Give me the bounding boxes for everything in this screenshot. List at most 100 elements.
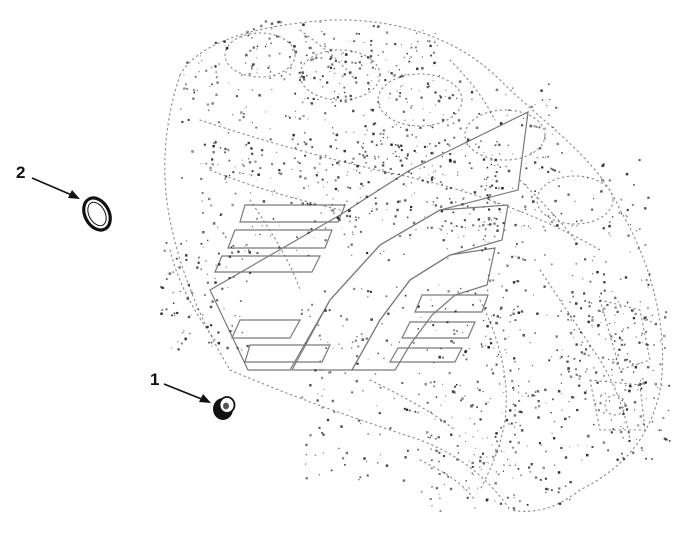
speckle <box>390 72 393 75</box>
speckle <box>521 196 523 198</box>
speckle <box>321 376 324 380</box>
speckle <box>494 500 496 502</box>
speckle <box>358 217 360 219</box>
speckle <box>439 75 440 77</box>
speckle <box>290 201 293 204</box>
speckle <box>552 214 555 216</box>
speckle <box>524 289 527 292</box>
speckle <box>381 164 385 167</box>
speckle <box>482 438 484 440</box>
speckle <box>568 401 570 403</box>
speckle <box>440 210 443 213</box>
speckle <box>322 452 324 454</box>
speckle <box>202 231 205 234</box>
speckle <box>172 302 175 304</box>
speckle <box>494 482 497 485</box>
speckle <box>435 330 437 331</box>
speckle <box>512 446 514 449</box>
speckle <box>639 228 641 230</box>
speckle <box>505 289 508 292</box>
speckle <box>586 445 588 447</box>
speckle <box>628 440 631 443</box>
speckle <box>331 203 333 205</box>
speckle <box>598 333 600 336</box>
speckle <box>429 112 431 113</box>
speckle <box>201 200 203 202</box>
speckle <box>326 81 329 84</box>
speckle <box>515 463 516 465</box>
speckle <box>584 258 587 261</box>
speckle <box>612 358 614 361</box>
speckle <box>497 354 500 356</box>
speckle <box>298 71 301 74</box>
speckle <box>633 371 635 373</box>
speckle <box>285 115 287 117</box>
speckle <box>198 257 200 259</box>
speckle <box>637 247 640 250</box>
speckle <box>529 342 531 344</box>
speckle <box>304 98 306 99</box>
speckle <box>177 341 179 343</box>
speckle <box>482 224 485 227</box>
speckle <box>251 152 254 155</box>
speckle <box>210 66 213 68</box>
speckle <box>215 93 218 96</box>
speckle <box>580 344 582 346</box>
speckle <box>219 213 223 216</box>
speckle <box>553 437 556 440</box>
speckle <box>666 438 669 441</box>
speckle <box>512 187 514 189</box>
speckle <box>352 109 355 113</box>
speckle <box>534 259 536 261</box>
speckle <box>202 211 204 214</box>
speckle <box>544 477 547 480</box>
speckle <box>650 321 652 323</box>
speckle <box>193 89 195 91</box>
speckle <box>645 343 648 346</box>
speckle <box>406 134 409 137</box>
speckle <box>256 57 258 59</box>
speckle <box>313 220 317 223</box>
speckle <box>602 311 604 313</box>
speckle <box>238 89 240 91</box>
speckle <box>454 310 457 313</box>
speckle <box>455 225 458 227</box>
speckle <box>520 310 524 313</box>
speckle <box>514 433 516 436</box>
speckle <box>421 67 424 70</box>
speckle <box>334 179 337 182</box>
speckle <box>537 416 540 419</box>
speckle <box>370 39 373 42</box>
speckle <box>369 290 372 293</box>
speckle <box>363 42 365 43</box>
speckle <box>550 167 553 170</box>
speckle <box>441 183 443 185</box>
speckle <box>355 355 359 358</box>
speckle <box>622 330 624 332</box>
speckle <box>642 342 644 343</box>
speckle <box>452 122 455 124</box>
speckle <box>181 177 183 179</box>
speckle <box>634 409 636 411</box>
speckle <box>231 203 234 207</box>
speckle <box>619 336 621 338</box>
speckle <box>570 316 572 318</box>
speckle <box>629 251 631 253</box>
speckle <box>584 299 587 302</box>
speckle <box>211 158 214 161</box>
speckle <box>225 175 228 178</box>
speckle <box>446 143 449 145</box>
speckle <box>180 342 183 345</box>
speckle <box>484 234 487 237</box>
speckle <box>609 323 611 325</box>
speckle <box>525 184 527 186</box>
speckle <box>545 491 547 494</box>
speckle <box>321 406 324 409</box>
speckle <box>608 359 610 360</box>
speckle <box>319 369 321 371</box>
speckle <box>605 261 607 263</box>
speckle <box>515 246 517 248</box>
speckle <box>289 56 291 58</box>
speckle <box>304 142 308 146</box>
speckle <box>354 225 357 228</box>
